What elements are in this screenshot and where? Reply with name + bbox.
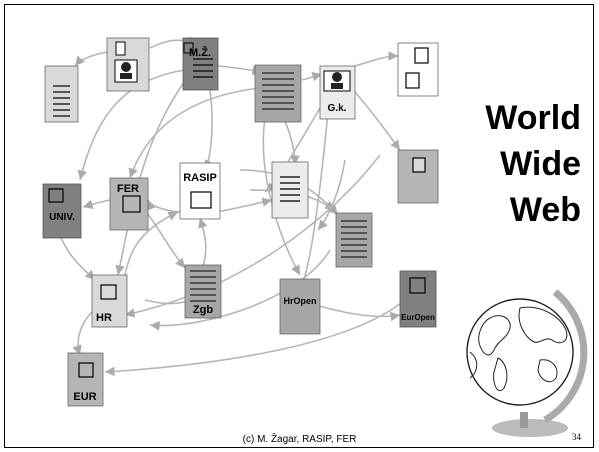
node-europen[interactable] [399, 270, 437, 328]
node-picture-top [106, 37, 150, 92]
footer-credit: (c) M. Žagar, RASIP, FER [242, 434, 357, 445]
node-fer[interactable] [109, 177, 149, 231]
node-eur[interactable] [67, 352, 104, 407]
node-rasip[interactable] [179, 162, 221, 220]
label-hr: HR [96, 312, 112, 324]
title-line-1: World [485, 99, 581, 137]
label-mz: M.Ž. [189, 46, 211, 59]
label-gk: G.k. [328, 103, 347, 114]
label-zgb: Zgb [193, 304, 213, 316]
node-hropen[interactable] [279, 278, 321, 335]
label-hropen: HrOpen [283, 296, 316, 306]
node-gk[interactable] [319, 65, 356, 120]
node-topright [397, 42, 439, 97]
page-number: 34 [572, 432, 581, 442]
slide-border [4, 4, 594, 448]
label-europen: EurOpen [401, 313, 435, 322]
doc-page-1 [44, 65, 79, 123]
node-labels: M.Ž. G.k. FER RASIP UNIV. HR Zgb HrOpen … [49, 46, 435, 403]
label-univ: UNIV. [49, 212, 75, 223]
label-fer: FER [117, 183, 139, 195]
title-line-2: Wide [500, 145, 581, 183]
node-univ[interactable] [42, 183, 82, 239]
label-eur: EUR [73, 391, 96, 403]
doc-page-2 [254, 64, 302, 123]
doc-text-lines [53, 72, 367, 302]
globe-icon [466, 289, 588, 437]
doc-page-5 [184, 264, 222, 319]
node-hr[interactable] [91, 274, 128, 328]
node-mz[interactable] [182, 37, 219, 91]
node-rightmid [397, 149, 439, 204]
label-rasip: RASIP [183, 172, 217, 184]
title-line-3: Web [509, 191, 581, 229]
